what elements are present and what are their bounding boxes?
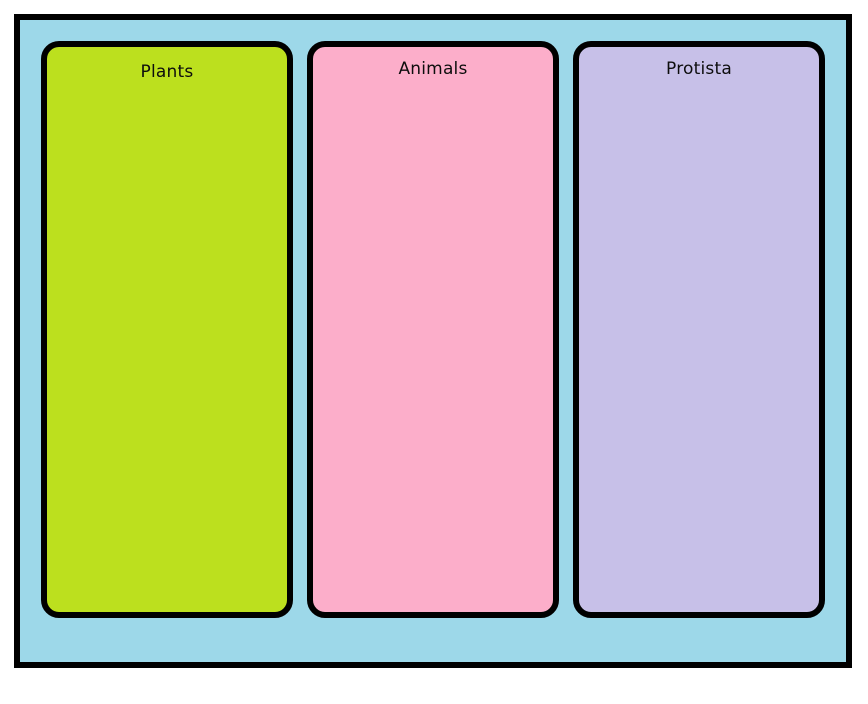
- diagram-board: Plants Animals Protista: [14, 14, 852, 668]
- category-column-label-plants: Plants: [140, 62, 194, 82]
- category-column-label-animals: Animals: [398, 59, 468, 79]
- category-column-protista[interactable]: Protista: [573, 41, 825, 618]
- category-column-body-plants[interactable]: [47, 82, 287, 612]
- category-column-body-protista[interactable]: [579, 79, 819, 612]
- category-column-plants[interactable]: Plants: [41, 41, 293, 618]
- category-column-body-animals[interactable]: [313, 79, 553, 612]
- category-column-animals[interactable]: Animals: [307, 41, 559, 618]
- category-column-group: Plants Animals Protista: [41, 41, 825, 618]
- category-column-label-protista: Protista: [666, 59, 732, 79]
